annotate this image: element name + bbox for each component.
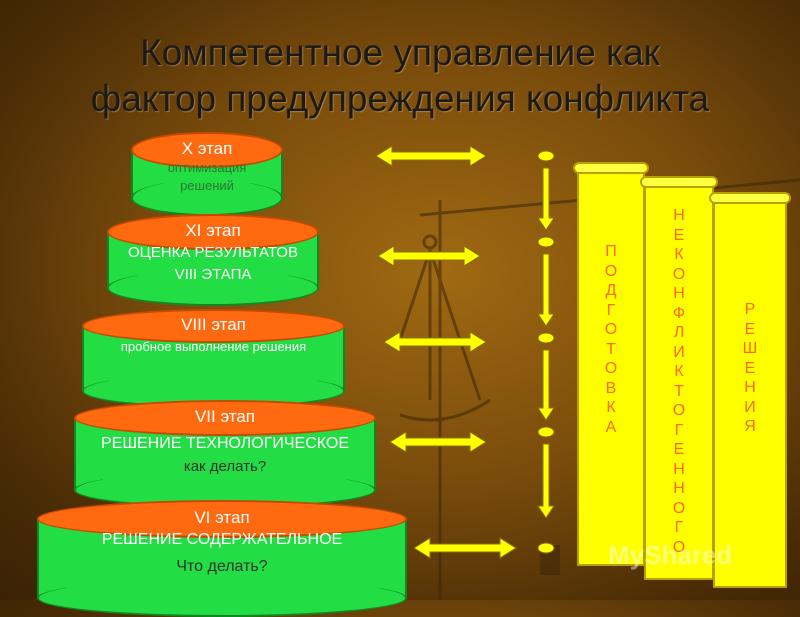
scroll-preparation: П О Д Г О Т О В К А bbox=[573, 162, 649, 566]
double-arrow bbox=[383, 331, 487, 353]
cylinder-bottom bbox=[107, 270, 319, 306]
stage-label: X этап bbox=[181, 139, 233, 158]
stage-subdescription: VIII ЭТАПА bbox=[174, 266, 252, 283]
scroll-nonconflict-text: Н Е К О Н Ф Л И К Т О Г Е Н Н О Г О bbox=[672, 207, 686, 556]
double-arrow bbox=[413, 537, 517, 559]
down-arrow bbox=[537, 167, 555, 231]
arrows-layer bbox=[375, 145, 555, 559]
double-arrow bbox=[377, 245, 481, 267]
stage-description: пробное выполнение решения bbox=[120, 339, 307, 354]
scroll-roll bbox=[640, 176, 718, 188]
watermark: MyShared bbox=[608, 540, 733, 570]
cylinder-top bbox=[37, 500, 407, 538]
stage-description: оптимизация bbox=[167, 160, 247, 175]
down-arrow bbox=[537, 253, 555, 327]
scales-background bbox=[400, 178, 800, 600]
down-arrow bbox=[537, 443, 555, 519]
cylinder-top bbox=[107, 214, 319, 250]
stage-label: VI этап bbox=[194, 508, 250, 527]
double-arrow bbox=[375, 145, 487, 167]
stage-subdescription: Что делать? bbox=[176, 558, 268, 575]
stage-description: РЕШЕНИЕ ТЕХНОЛОГИЧЕСКОЕ bbox=[100, 435, 350, 452]
title-line-1: Компетентное управление как bbox=[140, 32, 660, 73]
chain-dot bbox=[537, 542, 555, 554]
stage-label: VII этап bbox=[194, 407, 256, 426]
stage-description: ОЦЕНКА РЕЗУЛЬТАТОВ bbox=[128, 244, 298, 261]
cylinder-top bbox=[131, 132, 283, 168]
stage-subdescription: как делать? bbox=[183, 458, 267, 475]
stage-subdescription: решений bbox=[180, 178, 234, 193]
slide-title: Компетентное управление как фактор преду… bbox=[0, 30, 800, 122]
cylinder-top bbox=[74, 400, 376, 436]
scroll-nonconflict: Н Е К О Н Ф Л И К Т О Г Е Н Н О Г О bbox=[640, 176, 718, 580]
stage-cylinder: VIII этап пробное выполнение решения bbox=[82, 309, 345, 408]
chain-dot bbox=[537, 236, 555, 248]
scroll-preparation-text: П О Д Г О Т О В К А bbox=[604, 243, 618, 436]
cylinder-top bbox=[82, 309, 345, 343]
stage-label: VIII этап bbox=[181, 315, 246, 334]
scroll-roll bbox=[573, 162, 649, 174]
scroll-roll bbox=[709, 192, 791, 204]
stage-label: XI этап bbox=[185, 221, 241, 240]
chain-dot bbox=[537, 426, 555, 438]
stage-description: РЕШЕНИЕ СОДЕРЖАТЕЛЬНОЕ bbox=[101, 531, 343, 548]
chain-dot bbox=[537, 332, 555, 344]
stage-cylinder: X этап оптимизация решений bbox=[131, 132, 283, 216]
title-line-2: фактор предупреждения конфликта bbox=[90, 78, 710, 119]
chain-dot bbox=[537, 150, 555, 162]
scroll-decision-text: Р Е Ш Е Н И Я bbox=[742, 301, 758, 435]
scroll-decision: Р Е Ш Е Н И Я bbox=[709, 192, 791, 588]
down-arrow bbox=[537, 349, 555, 421]
double-arrow bbox=[389, 431, 487, 453]
